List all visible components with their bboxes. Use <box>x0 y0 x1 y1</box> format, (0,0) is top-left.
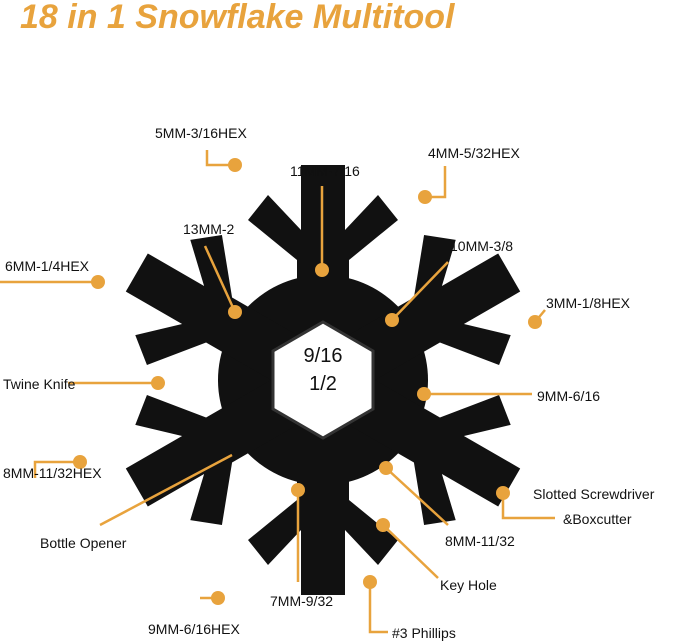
callout-dot <box>211 591 225 605</box>
leader-line <box>33 460 80 478</box>
callout-dot <box>417 387 431 401</box>
label-slotted-screwdriver: Slotted Screwdriver <box>533 486 655 502</box>
callout-dot <box>385 313 399 327</box>
callout-dot <box>379 461 393 475</box>
leader-line <box>368 582 388 634</box>
center-size-bottom: 1/2 <box>309 373 337 395</box>
leader-line <box>205 150 235 167</box>
callout-dot <box>73 455 87 469</box>
label-twine-knife: Twine Knife <box>3 376 76 392</box>
label-bottle-opener: Bottle Opener <box>40 535 127 551</box>
label-3mm-hex: 3MM-1/8HEX <box>546 295 631 311</box>
leader-line <box>203 245 237 313</box>
label-8mm: 8MM-11/32 <box>445 533 515 549</box>
callout-dot <box>418 190 432 204</box>
leader-line <box>501 493 555 520</box>
label-5mm-hex: 5MM-3/16HEX <box>155 125 247 141</box>
leader-line <box>99 453 233 527</box>
label-4mm-hex: 4MM-5/32HEX <box>428 145 520 161</box>
label-boxcutter: &Boxcutter <box>563 511 632 527</box>
callout-dot <box>496 486 510 500</box>
label-7mm: 7MM-9/32 <box>270 593 334 609</box>
label-8mm-hex: 8MM-11/32HEX <box>3 465 102 481</box>
label-10mm: 10MM-3/8 <box>450 238 514 254</box>
center-size-top: 9/16 <box>303 345 343 367</box>
callout-dot <box>228 158 242 172</box>
callout-dot <box>528 315 542 329</box>
callout-dot <box>315 263 329 277</box>
callout-dot <box>151 376 165 390</box>
label-9mm-hex: 9MM-6/16HEX <box>148 621 240 637</box>
label-key-hole: Key Hole <box>440 577 497 593</box>
label-11mm: 11MM-7/16 <box>290 163 360 179</box>
leader-line <box>382 524 439 579</box>
callout-dot <box>376 518 390 532</box>
label-phillips: #3 Phillips <box>392 625 456 641</box>
center-hex-hole <box>271 320 375 440</box>
snowflake-arm <box>248 380 398 595</box>
label-6mm-hex: 6MM-1/4HEX <box>5 258 90 274</box>
leader-line <box>391 261 449 321</box>
callout-dot <box>291 483 305 497</box>
callout-dot <box>228 305 242 319</box>
label-9mm: 9MM-6/16 <box>537 388 601 404</box>
callout-dot <box>363 575 377 589</box>
label-13mm: 13MM-2 <box>183 221 235 237</box>
leader-line <box>385 467 449 526</box>
callout-dot <box>91 275 105 289</box>
title: 18 in 1 Snowflake Multitool <box>20 0 455 36</box>
